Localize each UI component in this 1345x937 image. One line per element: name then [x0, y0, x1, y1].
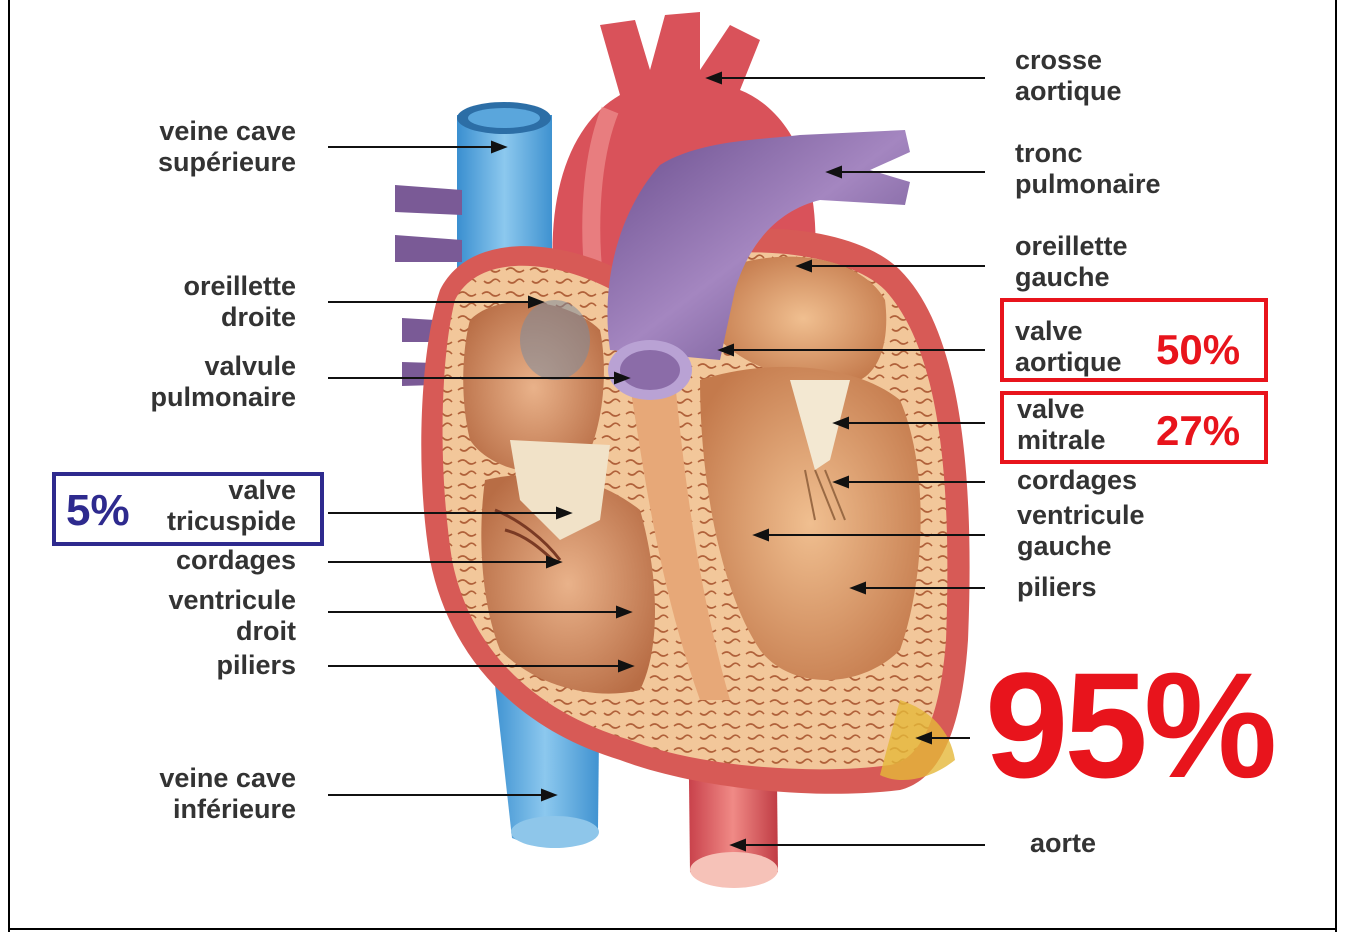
mitral-percentage: 27%	[1156, 407, 1240, 455]
label-oreillette-gauche: oreillette gauche	[1015, 231, 1128, 293]
label-aorte: aorte	[1030, 828, 1096, 859]
label-cordages-droit: cordages	[176, 545, 296, 576]
label-tronc-pulmonaire: tronc pulmonaire	[1015, 138, 1161, 200]
label-oreillette-droite: oreillette droite	[183, 271, 296, 333]
label-valvule-pulmonaire: valvule pulmonaire	[150, 351, 296, 413]
label-piliers-droit: piliers	[216, 650, 296, 681]
label-piliers-gauche: piliers	[1017, 572, 1097, 603]
label-line: veine cave	[159, 763, 296, 794]
label-line: piliers	[216, 650, 296, 681]
tricuspid-percentage: 5%	[66, 486, 130, 536]
total-percentage: 95%	[985, 645, 1273, 805]
label-line: droite	[183, 302, 296, 333]
label-line: oreillette	[1015, 231, 1128, 262]
label-line: droit	[168, 616, 296, 647]
label-ventricule-gauche: ventricule gauche	[1017, 500, 1145, 562]
label-line: gauche	[1015, 262, 1128, 293]
label-cordages-gauche: cordages	[1017, 465, 1137, 496]
label-line: gauche	[1017, 531, 1145, 562]
label-line: piliers	[1017, 572, 1097, 603]
label-line: inférieure	[159, 794, 296, 825]
label-line: aorte	[1030, 828, 1096, 859]
label-line: valvule	[150, 351, 296, 382]
label-veine-cave-inferieure: veine cave inférieure	[159, 763, 296, 825]
label-line: oreillette	[183, 271, 296, 302]
label-crosse-aortique: crosse aortique	[1015, 45, 1122, 107]
label-line: ventricule	[1017, 500, 1145, 531]
label-line: crosse	[1015, 45, 1122, 76]
label-line: pulmonaire	[150, 382, 296, 413]
label-line: cordages	[176, 545, 296, 576]
aortic-percentage: 50%	[1156, 326, 1240, 374]
label-line: cordages	[1017, 465, 1137, 496]
label-veine-cave-superieure: veine cave supérieure	[158, 116, 296, 178]
label-line: tronc	[1015, 138, 1161, 169]
label-line: supérieure	[158, 147, 296, 178]
label-line: ventricule	[168, 585, 296, 616]
label-line: pulmonaire	[1015, 169, 1161, 200]
label-line: veine cave	[158, 116, 296, 147]
label-ventricule-droit: ventricule droit	[168, 585, 296, 647]
label-line: aortique	[1015, 76, 1122, 107]
